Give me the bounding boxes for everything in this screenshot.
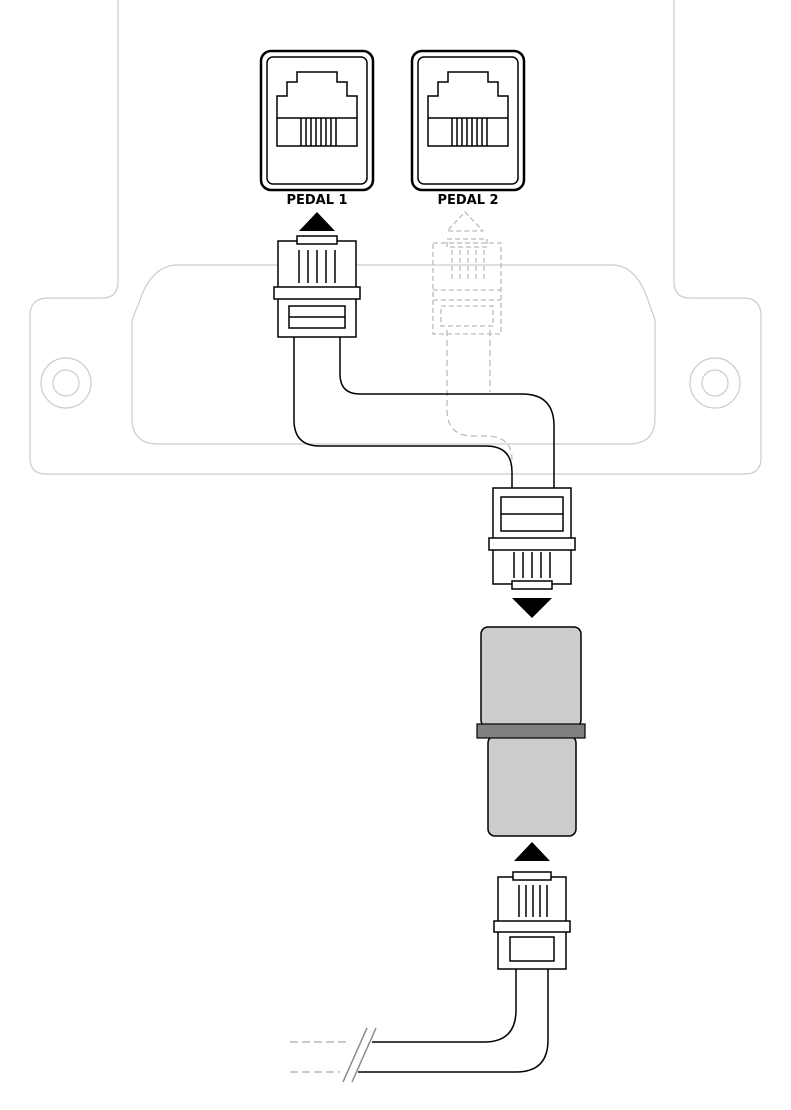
patch-cable (293, 336, 555, 492)
ghost-cable (446, 330, 513, 461)
pedal-2-jack-icon (410, 49, 526, 192)
pedal-cable (358, 969, 549, 1073)
arrow-up-icon (299, 212, 335, 231)
mounting-hole-right-icon (689, 357, 741, 409)
cable-continuation (290, 1041, 350, 1073)
cable-end-plug-icon (488, 487, 576, 590)
device-enclosure (29, 0, 762, 475)
pedal-cable-plug-icon (493, 871, 571, 970)
mounting-hole-left-icon (40, 357, 92, 409)
arrow-up-lower-icon (514, 842, 550, 861)
cable-break-icon (342, 1027, 377, 1083)
pedal-1-label: PEDAL 1 (286, 193, 347, 208)
pedal-1-jack-icon (259, 49, 375, 192)
arrow-up-ghost-icon (445, 211, 485, 232)
inline-coupler-icon (476, 626, 586, 837)
pedal-2-ghost-plug-icon (432, 238, 502, 335)
arrow-down-icon (512, 598, 552, 618)
pedal-2-label: PEDAL 2 (437, 193, 498, 208)
pedal-1-plug-icon (273, 235, 361, 338)
